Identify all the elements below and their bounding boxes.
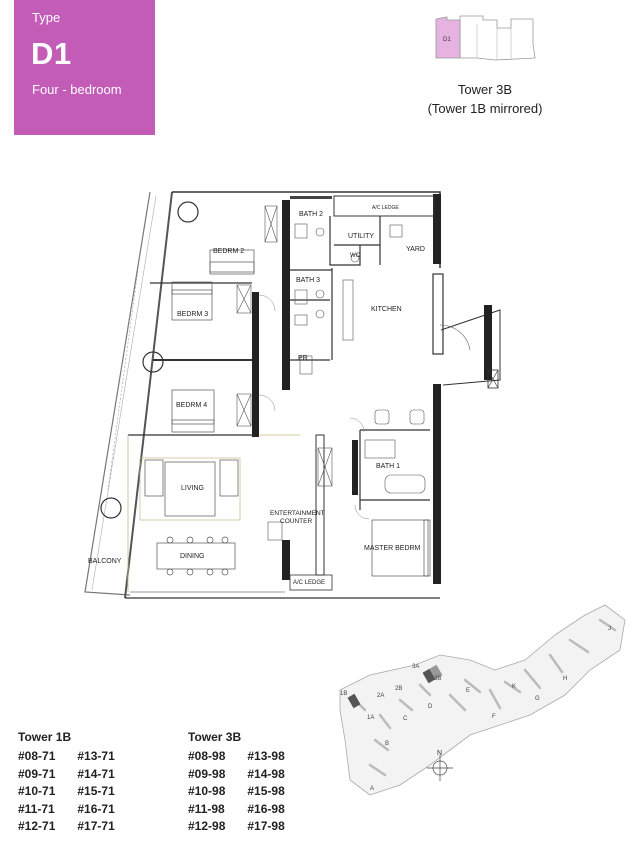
block-label: 1A [367,715,374,721]
label-bath1: BATH 1 [376,463,400,470]
block-label: C [403,716,408,722]
unit-type-box: Type D1 Four - bedroom [14,0,155,135]
block-label: B [385,741,389,747]
site-block-3b-highlight [422,668,436,684]
unit-number: #10-98 [188,784,226,798]
unit-number: #08-98 [188,749,226,763]
label-ac-ledge-bottom: A/C LEDGE [293,580,325,586]
label-master-bedrm: MASTER BEDRM [364,545,421,552]
site-block-1b-highlight [347,693,361,709]
bedrm4-bed [171,389,215,433]
unit-number: #12-98 [188,819,226,833]
unit-number: #09-98 [188,766,226,781]
site-plan: J K H G E F 3A 3B 2B 2A 1B 1A C D B A N [339,604,626,796]
unit-number: #15-71 [77,784,115,798]
unit-number: #13-71 [77,749,115,763]
label-bath3: BATH 3 [296,277,320,284]
bedrm2-bed [209,249,255,275]
tower-note: (Tower 1B mirrored) [427,101,543,116]
label-bedrm3: BEDRM 3 [177,311,208,318]
key-plan: D1 [435,15,536,61]
unit-number: #16-71 [77,801,115,816]
north-arrow-icon [427,755,453,781]
block-label: F [492,714,496,720]
balcony-edge [84,191,151,596]
key-plan-unit-label: D1 [443,37,451,43]
unit-number: #10-71 [18,784,56,798]
label-entertainment: ENTERTAINMENT [270,510,325,517]
unit-number: #13-98 [247,749,285,763]
unit-number: #15-98 [247,784,285,798]
tower-label: Tower 3B (Tower 1B mirrored) [400,80,570,118]
block-label: D [428,704,433,710]
block-label: 3A [412,664,419,670]
living-furniture [139,457,241,521]
label-bedrm4: BEDRM 4 [176,402,207,409]
unit-list-heading: Tower 3B [188,730,242,744]
label-ac-ledge-top: A/C LEDGE [372,205,399,211]
exterior-slanted-wall [124,191,173,599]
label-pr: PR [298,355,308,362]
label-utility: UTILITY [348,233,374,240]
dining-table [156,536,236,576]
site-boundary [339,604,626,796]
unit-number: #17-98 [247,819,285,833]
type-code: D1 [31,36,72,71]
north-label: N [437,750,442,757]
unit-list-heading: Tower 1B [18,730,72,744]
block-label: J [608,626,611,632]
block-label: A [370,786,374,792]
label-counter: COUNTER [280,518,312,525]
label-yard: YARD [406,246,425,253]
unit-number: #14-71 [77,766,115,781]
tower-title: Tower 3B [457,82,513,97]
unit-list-tower-1b: Tower 1B #08-71 #09-71 #10-71 #11-71 #12… [18,730,115,837]
unit-number: #14-98 [247,766,285,781]
unit-number: #11-71 [18,801,55,816]
label-balcony: BALCONY [88,558,122,565]
block-label: 3B [434,676,441,682]
block-label: 2B [395,686,402,692]
unit-number: #12-71 [18,819,56,833]
unit-number: #17-71 [77,819,115,833]
label-bath2: BATH 2 [299,211,323,218]
block-label: 1B [340,691,347,697]
bedrm3-bed [171,281,213,321]
block-label: K [512,684,516,690]
unit-number: #09-71 [18,766,56,781]
outer-wall [172,191,441,268]
label-dining: DINING [180,553,205,560]
type-description: Four - bedroom [32,82,122,97]
key-plan-outline [459,15,536,61]
unit-number: #11-98 [188,801,225,816]
master-bed [371,519,431,577]
unit-number: #16-98 [247,801,285,816]
label-kitchen: KITCHEN [371,306,402,313]
label-living: LIVING [181,485,204,492]
block-label: G [535,696,540,702]
block-label: H [563,676,567,682]
block-label: E [466,688,470,694]
unit-list-tower-3b: Tower 3B #08-98 #09-98 #10-98 #11-98 #12… [188,730,285,837]
type-label: Type [32,10,61,25]
label-bedrm2: BEDRM 2 [213,248,244,255]
block-label: 2A [377,693,384,699]
label-wc: WC [350,253,361,259]
unit-number: #08-71 [18,749,56,763]
